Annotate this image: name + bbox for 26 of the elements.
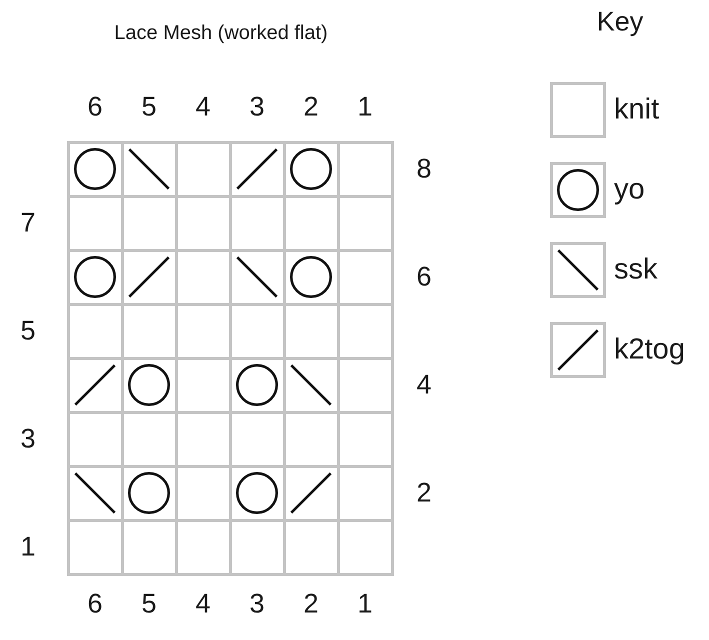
row-number: 8 [416,156,432,182]
column-number: 3 [249,94,265,120]
row-number: 4 [416,372,432,398]
row-number: 3 [20,426,36,452]
column-number: 1 [357,590,373,618]
row-number: 6 [416,264,432,290]
key-label: knit [614,96,660,124]
row-number: 7 [20,210,36,236]
column-number: 1 [357,94,373,120]
column-number: 4 [195,590,211,618]
row-number: 2 [416,480,432,506]
row-number: 1 [20,534,36,560]
key-label: ssk [614,256,658,284]
column-number: 3 [249,590,265,618]
column-number: 2 [303,94,319,120]
column-number: 6 [87,590,103,618]
column-number: 6 [87,94,103,120]
key-label: yo [614,176,645,204]
column-number: 2 [303,590,319,618]
column-number: 5 [141,590,157,618]
key-label: k2tog [614,336,685,364]
chart-title: Lace Mesh (worked flat) [114,23,328,43]
column-number: 5 [141,94,157,120]
key-heading: Key [596,8,644,36]
column-number: 4 [195,94,211,120]
row-number: 5 [20,318,36,344]
